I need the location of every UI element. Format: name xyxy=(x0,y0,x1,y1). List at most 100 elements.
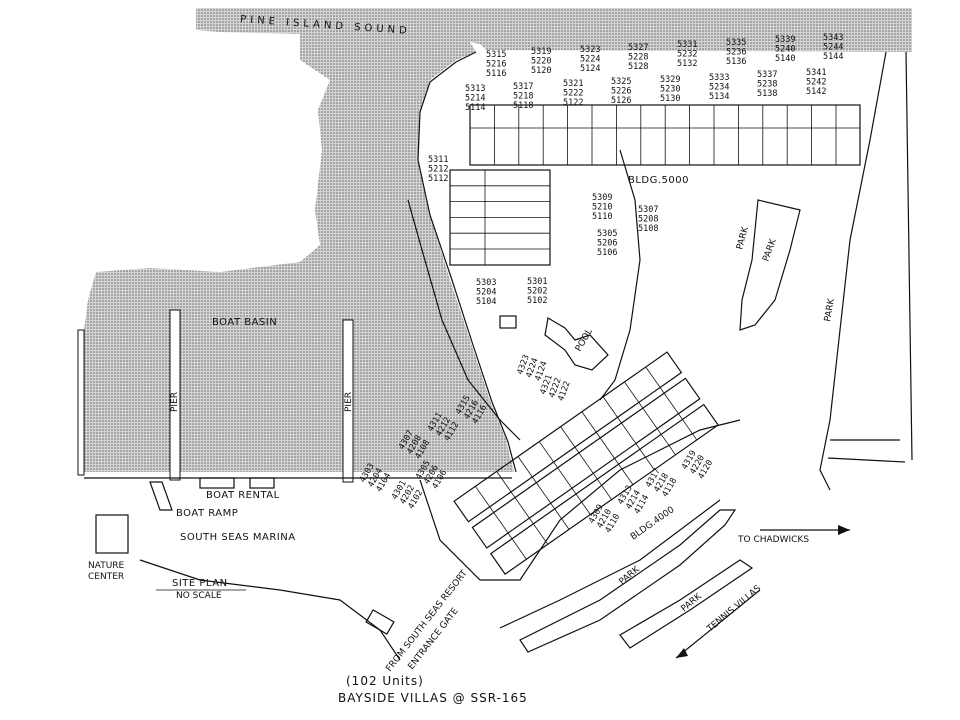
boat-ramp-label: BOAT RAMP xyxy=(176,508,238,519)
tennis-villas-arrow-line xyxy=(675,589,761,659)
unit-number: 5134 xyxy=(709,92,729,102)
tennis-villas-label: TENNIS VILLAS xyxy=(705,584,764,635)
unit-number: 5204 xyxy=(476,288,496,298)
unit-number: 5144 xyxy=(823,52,843,62)
unit-number: 5238 xyxy=(757,80,777,90)
unit-number: 5102 xyxy=(527,296,547,306)
park-label-4: PARK xyxy=(618,564,643,587)
boat-ramp xyxy=(149,481,173,511)
unit-number: 5313 xyxy=(465,84,485,94)
unit-number: 5327 xyxy=(628,43,648,53)
pool-label: POOL xyxy=(574,327,595,353)
villa-name-label: BAYSIDE VILLAS @ SSR-165 xyxy=(338,691,528,705)
piers xyxy=(77,309,354,483)
unit-number: 5126 xyxy=(611,96,631,106)
unit-number: 5106 xyxy=(597,248,617,258)
unit-number: 5232 xyxy=(677,50,697,60)
unit-number: 5118 xyxy=(513,101,533,111)
unit-number: 5236 xyxy=(726,48,746,58)
unit-number: 5226 xyxy=(611,87,631,97)
bldg4000-unit-divider xyxy=(538,441,591,515)
unit-number: 5317 xyxy=(513,82,533,92)
building-5000 xyxy=(449,104,861,266)
unit-number: 5216 xyxy=(486,60,506,70)
unit-number: 5110 xyxy=(592,212,612,222)
unit-number: 5210 xyxy=(592,203,612,213)
road-curve-east xyxy=(599,149,641,401)
pool-outline xyxy=(544,317,609,371)
unit-number: 5331 xyxy=(677,40,697,50)
boat-rental-building-2 xyxy=(249,477,275,489)
bldg4000-unit-divider xyxy=(560,426,612,500)
unit-number: 5112 xyxy=(428,174,448,184)
unit-number: 5202 xyxy=(527,287,547,297)
unit-number: 5206 xyxy=(597,239,617,249)
unit-number: 5140 xyxy=(775,54,795,64)
unit-number: 5222 xyxy=(563,89,583,99)
unit-number: 5329 xyxy=(660,75,680,85)
unit-number: 5116 xyxy=(486,69,506,79)
unit-number: 5214 xyxy=(465,94,485,104)
bldg5000-label: BLDG.5000 xyxy=(628,175,689,186)
unit-number: 5218 xyxy=(513,92,533,102)
south-road-edge xyxy=(139,559,401,661)
unit-number: 5319 xyxy=(531,47,551,57)
unit-number: 5321 xyxy=(563,79,583,89)
park-island-north xyxy=(739,199,801,331)
shoreline-east xyxy=(417,51,517,473)
unit-number: 5244 xyxy=(823,43,843,53)
unit-number: 5335 xyxy=(726,38,746,48)
park-label-1: PARK xyxy=(735,225,751,251)
unit-number: 5142 xyxy=(806,87,826,97)
unit-number: 5120 xyxy=(531,66,551,76)
pine-island-sound xyxy=(196,8,912,52)
pool-house xyxy=(499,315,517,329)
unit-number: 5309 xyxy=(592,193,612,203)
pier-right xyxy=(342,319,354,483)
park-label-2: PARK xyxy=(761,237,779,263)
unit-number: 5124 xyxy=(580,64,600,74)
nature-center-label-2: CENTER xyxy=(88,572,124,582)
nature-center-building xyxy=(95,514,129,554)
unit-number: 5311 xyxy=(428,155,448,165)
pier-right-label: PIER xyxy=(344,392,354,412)
unit-number: 5230 xyxy=(660,85,680,95)
unit-number: 5234 xyxy=(709,83,729,93)
unit-number: 5301 xyxy=(527,277,547,287)
unit-number: 5307 xyxy=(638,205,658,215)
bldg4000-unit-divider xyxy=(581,411,634,485)
main-road-east xyxy=(819,51,887,491)
building-4000 xyxy=(453,351,719,575)
unit-number: 5220 xyxy=(531,57,551,67)
unit-number: 5337 xyxy=(757,70,777,80)
tennis-road-edge xyxy=(499,499,721,629)
unit-number: 5208 xyxy=(638,215,658,225)
pier-left xyxy=(169,309,181,481)
unit-number: 5224 xyxy=(580,55,600,65)
pier-left-label: PIER xyxy=(170,392,180,412)
main-road-west xyxy=(407,199,521,441)
bldg4000-unit-divider xyxy=(517,456,570,530)
unit-number: 5315 xyxy=(486,50,506,60)
unit-number: 5305 xyxy=(597,229,617,239)
south-small-building xyxy=(365,609,395,635)
site-plan-label: SITE PLAN xyxy=(172,578,228,589)
marina-label: SOUTH SEAS MARINA xyxy=(180,532,296,543)
